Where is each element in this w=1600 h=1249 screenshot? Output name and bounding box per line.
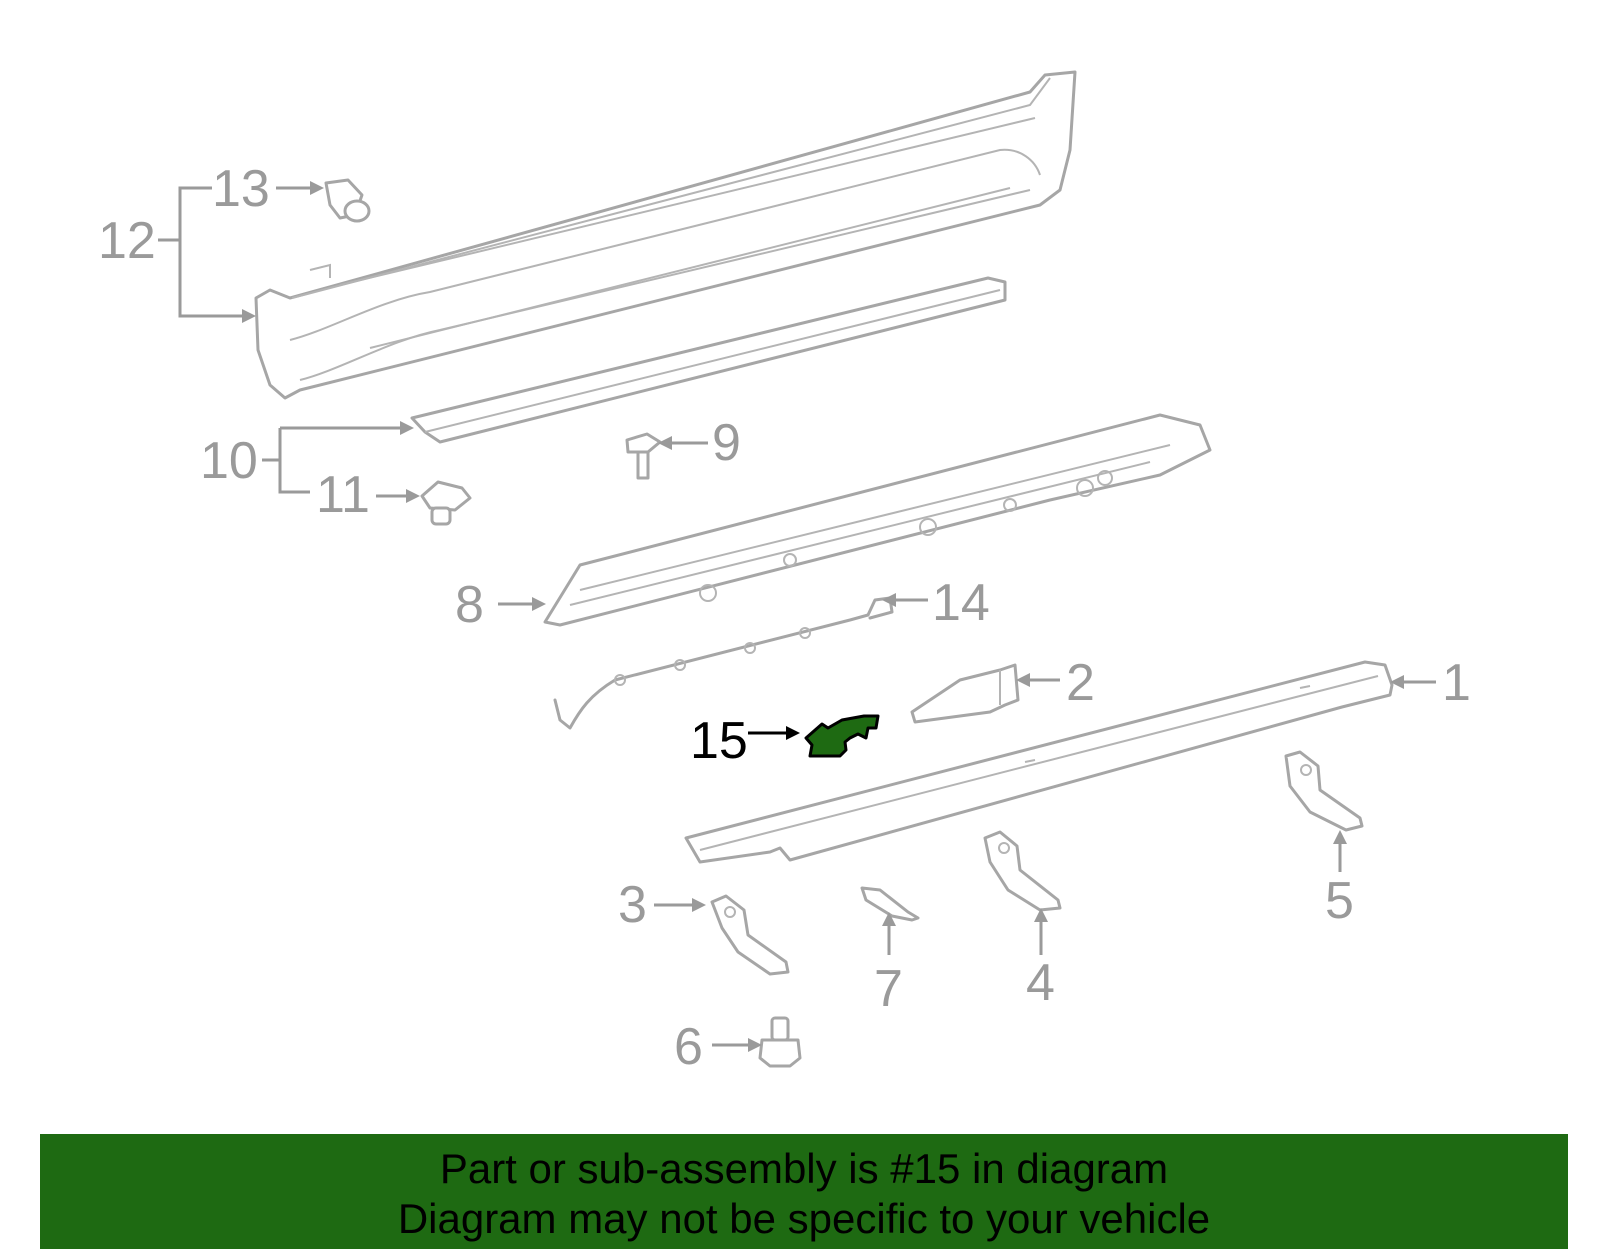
banner-line-2: Diagram may not be specific to your vehi… — [397, 1195, 1211, 1242]
part-14-wire-harness[interactable] — [553, 596, 894, 730]
callout-4: 4 — [1026, 954, 1055, 1012]
callout-13: 13 — [212, 160, 270, 218]
part-3-bracket[interactable] — [710, 894, 790, 976]
part-2-bracket[interactable] — [910, 663, 1020, 724]
callout-1: 1 — [1442, 654, 1471, 712]
part-12-rocker-panel[interactable] — [254, 70, 1077, 400]
part-10-molding[interactable] — [410, 276, 1007, 444]
part-6-bolt[interactable] — [758, 1016, 802, 1068]
banner-line-1: Part or sub-assembly is #15 in diagram — [439, 1145, 1169, 1192]
callout-12: 12 — [98, 212, 156, 270]
callout-2: 2 — [1066, 654, 1095, 712]
callout-7: 7 — [874, 960, 903, 1018]
part-5-bracket[interactable] — [1284, 750, 1364, 832]
part-9-bolt[interactable] — [625, 432, 662, 480]
callout-11: 11 — [316, 466, 370, 524]
part-15-highlighted[interactable] — [804, 714, 880, 758]
part-11-clip[interactable] — [420, 480, 472, 526]
callout-5: 5 — [1325, 872, 1354, 930]
callout-3: 3 — [618, 876, 647, 934]
leader-lines — [158, 181, 1436, 1052]
callout-6: 6 — [674, 1018, 703, 1076]
callout-14: 14 — [932, 574, 990, 632]
part-4-bracket[interactable] — [983, 830, 1062, 912]
callout-9: 9 — [712, 414, 741, 472]
callout-8: 8 — [455, 576, 484, 634]
callout-15: 15 — [690, 712, 748, 770]
part-13-clip[interactable] — [324, 178, 371, 223]
part-8-reinforcement[interactable] — [543, 413, 1212, 627]
callout-labels: 1 2 3 4 5 6 7 8 9 10 11 12 13 14 15 — [98, 160, 1471, 1076]
part-7-trim[interactable] — [860, 886, 920, 922]
part-1-sill-rail[interactable] — [684, 660, 1394, 864]
info-banner: Part or sub-assembly is #15 in diagram D… — [40, 1134, 1568, 1249]
callout-10: 10 — [200, 432, 258, 490]
